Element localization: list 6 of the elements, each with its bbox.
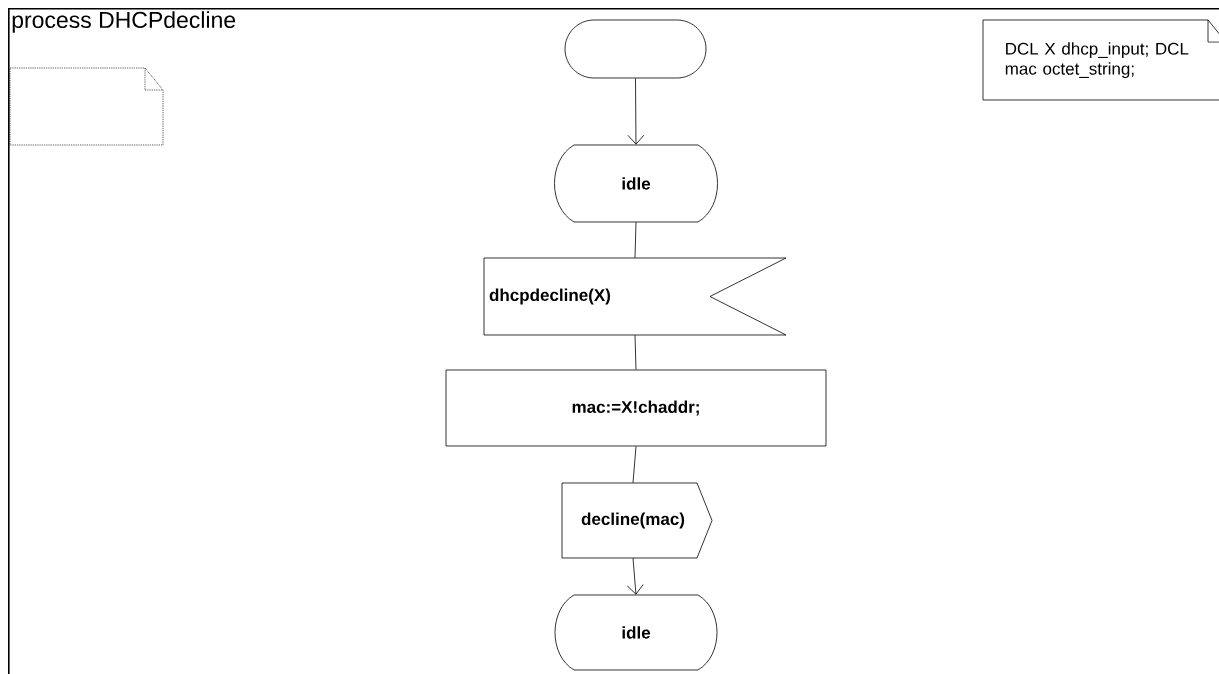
comment-note bbox=[9, 67, 164, 146]
declaration-note: DCL X dhcp_input; DCL mac octet_string; bbox=[982, 19, 1219, 101]
connector-arrow bbox=[627, 78, 645, 145]
connector-arrow bbox=[626, 557, 644, 595]
start-symbol bbox=[564, 19, 707, 79]
task-box: mac:=X!chaddr; bbox=[445, 369, 827, 447]
